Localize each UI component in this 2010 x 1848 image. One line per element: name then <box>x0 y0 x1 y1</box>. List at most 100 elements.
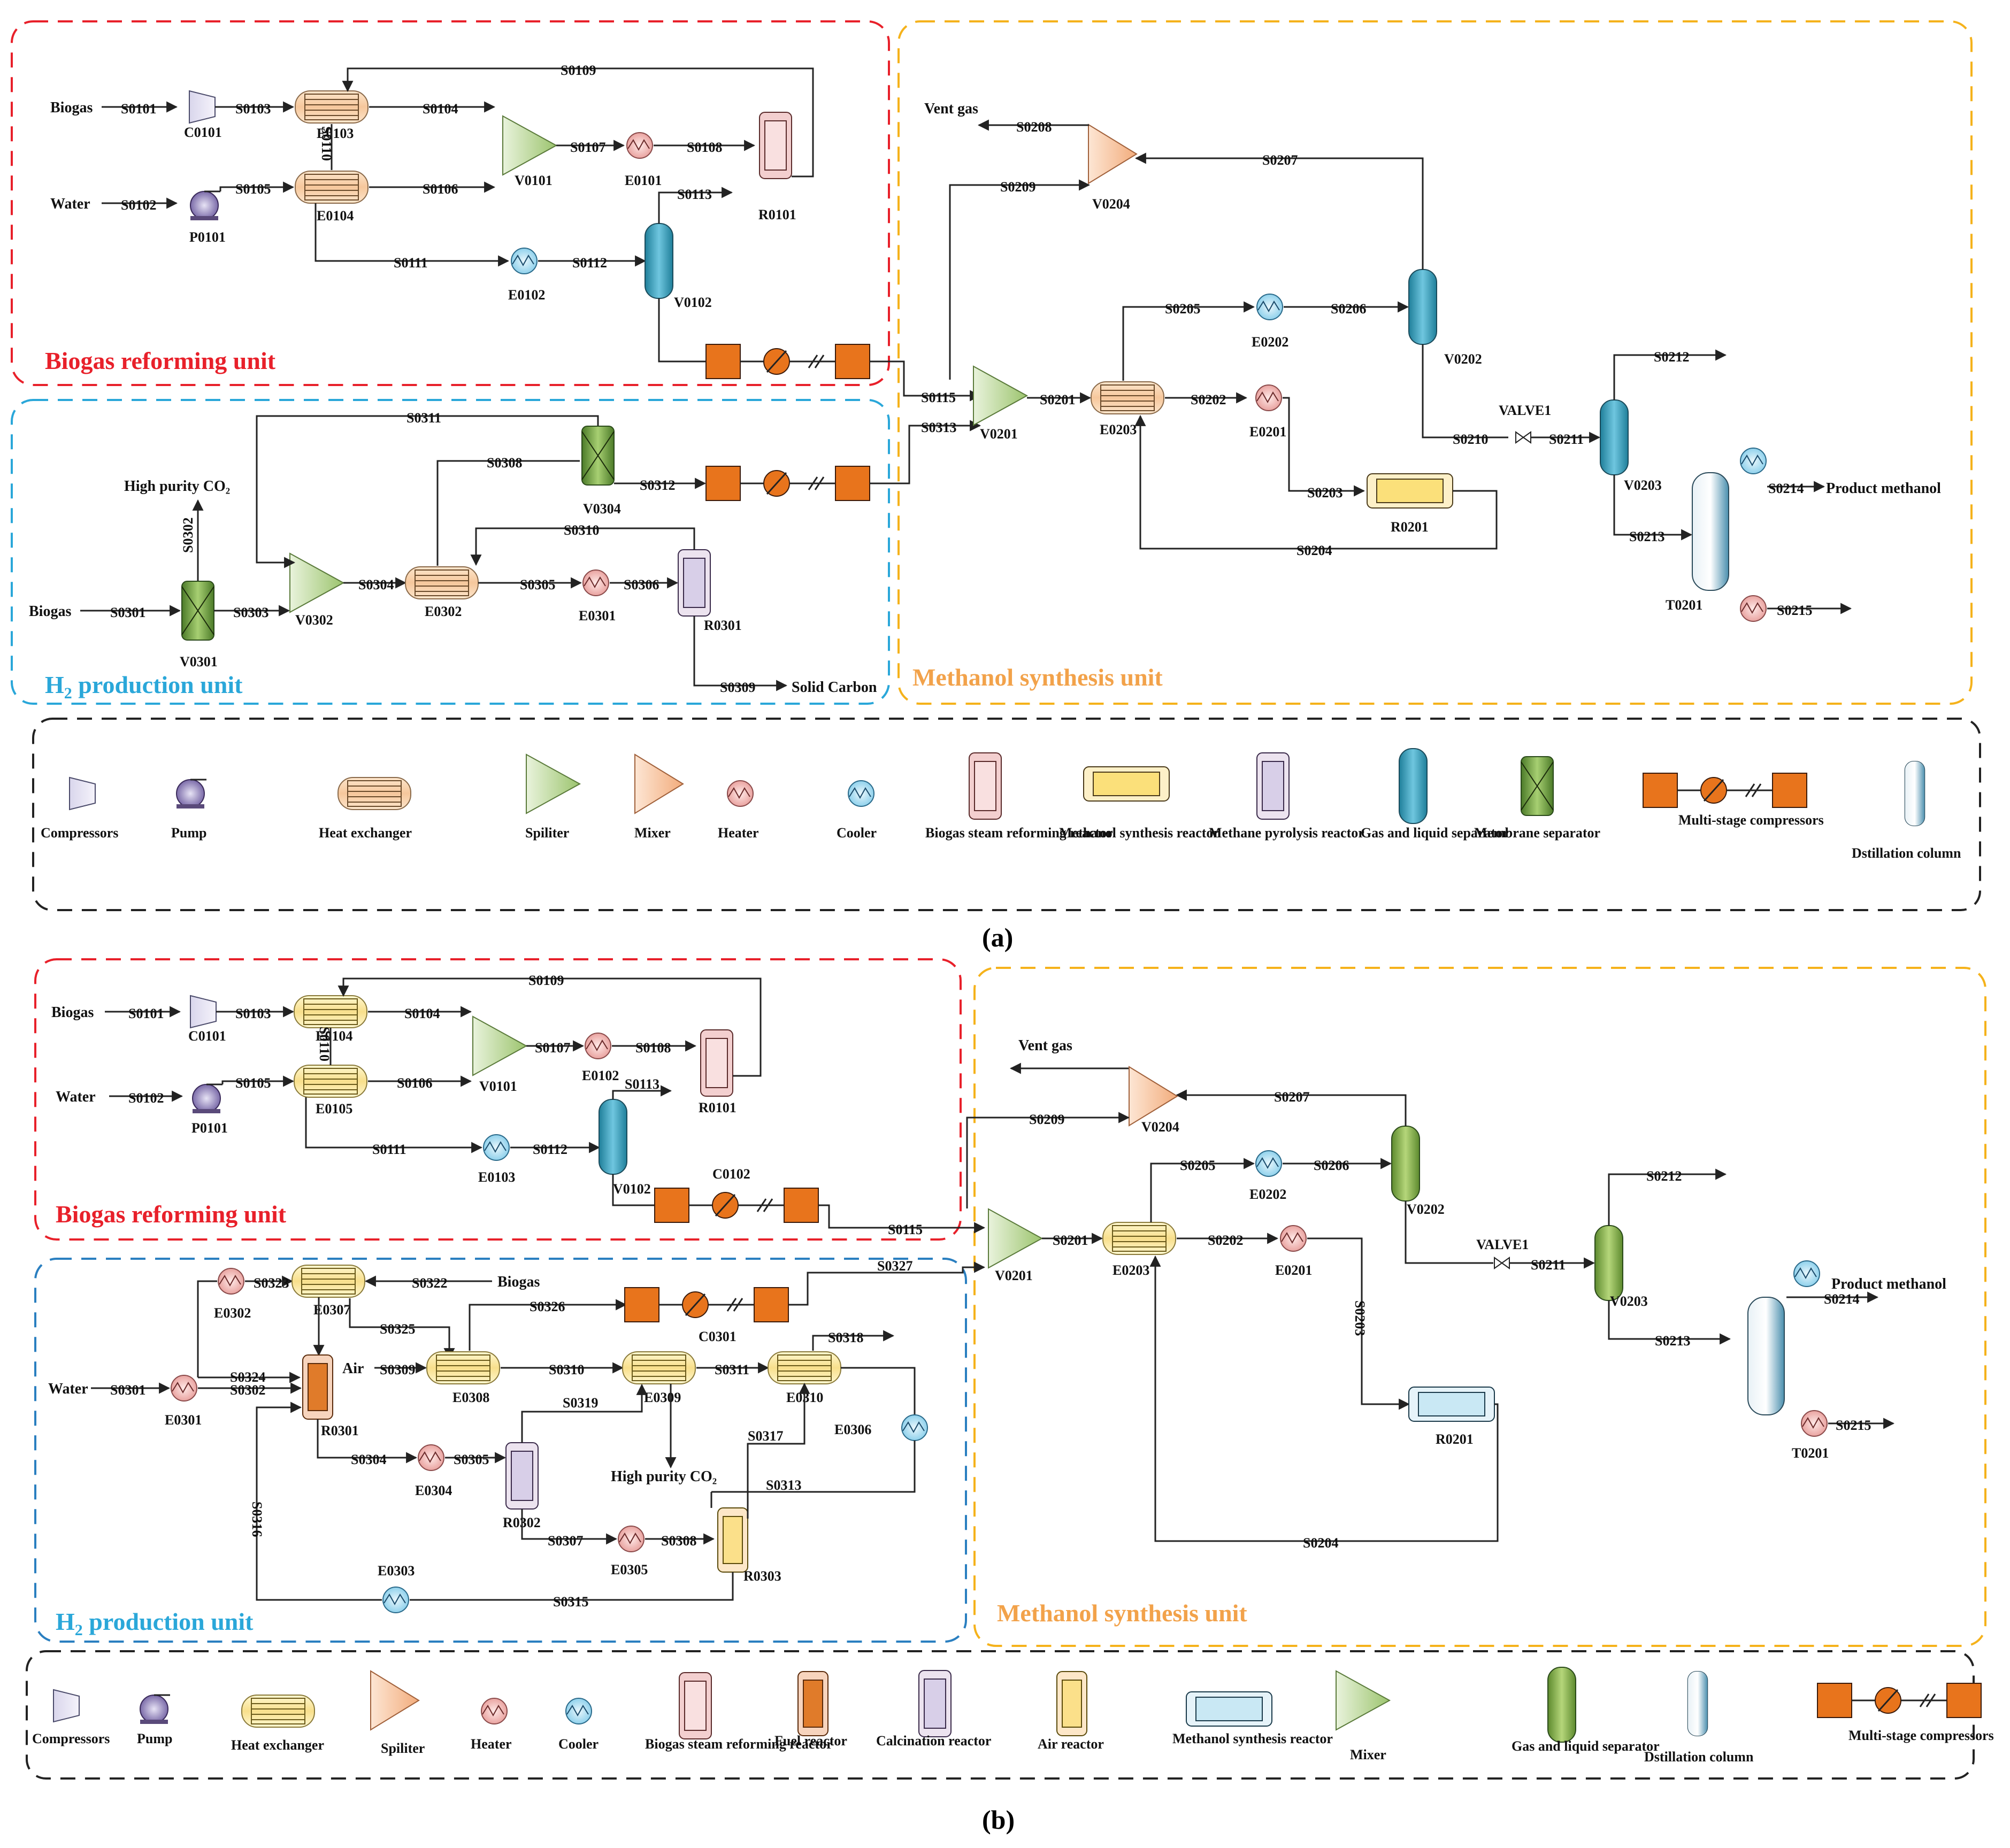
stream-s0105-a: S0105 <box>235 181 271 197</box>
legend-pump-icon-b <box>139 1694 171 1725</box>
stream-s0109-a: S0109 <box>561 63 596 78</box>
label-v0302-a: V0302 <box>295 612 333 628</box>
legend-b: Compressors Pump Heat exchanger Spiliter… <box>32 1667 1994 1765</box>
legend-mixer-icon-b <box>1336 1670 1390 1730</box>
label-v0202-b: V0202 <box>1407 1202 1445 1217</box>
legend-separator-icon-b <box>1547 1667 1576 1743</box>
stream-s0310-b: S0310 <box>549 1362 584 1377</box>
stream-s0326-b: S0326 <box>530 1299 565 1314</box>
legend-mixer-icon-a <box>634 754 684 814</box>
methanol-unit-border-a <box>897 20 1973 705</box>
legend-reforming-reactor-icon-b <box>679 1672 712 1739</box>
stream-s0214-b: S0214 <box>1824 1291 1859 1307</box>
output-vent-gas-a: Vent gas <box>924 101 978 117</box>
stream-s0318-b: S0318 <box>828 1330 863 1345</box>
stream-s0204-b: S0204 <box>1303 1535 1338 1551</box>
stream-s0211-b: S0211 <box>1531 1257 1566 1273</box>
input-water-b: Water <box>56 1089 96 1105</box>
legend-cooler-icon-b <box>565 1698 592 1724</box>
heater-e0201-a <box>1255 384 1282 411</box>
fuel-reactor-r0301-b <box>302 1354 333 1420</box>
legend-multistage-compressor-icon-b <box>1816 1682 1982 1719</box>
legend-label: Compressors <box>32 1731 110 1746</box>
label-c0301-b: C0301 <box>699 1329 737 1344</box>
legend-a: Compressors Pump Heat exchanger Spiliter… <box>41 748 1961 861</box>
heat-exchanger-e0105-b <box>294 1065 367 1098</box>
stream-s0308-a: S0308 <box>487 455 522 471</box>
legend-cooler-icon-a <box>848 780 874 807</box>
multistage-compressor-h2-a <box>705 465 871 502</box>
panel-a: Biogas reforming unit H2 production unit… <box>11 20 1981 952</box>
output-vent-gas-b: Vent gas <box>1018 1037 1072 1054</box>
input-water-h2-b: Water <box>48 1381 88 1397</box>
stream-s0208-a: S0208 <box>1016 119 1052 135</box>
legend-label: Calcination reactor <box>876 1733 991 1749</box>
label-e0301-b: E0301 <box>165 1412 202 1428</box>
stream-s0113-a: S0113 <box>677 187 712 202</box>
input-biogas-h2-b: Biogas <box>497 1274 540 1290</box>
stream-s0110-b: S0110 <box>317 1027 332 1061</box>
stream-s0306-a: S0306 <box>624 577 659 592</box>
stream-s0213-b: S0213 <box>1655 1333 1690 1349</box>
heat-exchanger-e0308-b <box>426 1351 500 1384</box>
legend-label: Cooler <box>837 825 877 841</box>
label-e0201-a: E0201 <box>1249 424 1286 440</box>
legend-label: Spiliter <box>525 825 569 841</box>
h2-unit-border-b <box>34 1258 967 1643</box>
stream-s0322-b: S0322 <box>412 1275 447 1291</box>
mixer-v0204-a <box>1088 124 1137 184</box>
legend-label: Cooler <box>558 1736 599 1752</box>
stream-s0209-b: S0209 <box>1029 1112 1064 1127</box>
stream-s0205-a: S0205 <box>1165 301 1200 317</box>
stream-s0307-b: S0307 <box>548 1533 583 1549</box>
calcination-reactor-r0302-b <box>505 1442 539 1510</box>
output-product-methanol-b: Product methanol <box>1831 1276 1946 1292</box>
valve-valve1-b <box>1494 1257 1510 1269</box>
legend-column-icon-a <box>1904 760 1925 827</box>
legend-label: Mixer <box>634 825 671 841</box>
stream-s0107-b: S0107 <box>535 1040 570 1056</box>
heat-exchanger-e0203-b <box>1102 1222 1176 1255</box>
caption-b: (b) <box>982 1805 1015 1835</box>
mixer-v0204-b <box>1129 1066 1178 1126</box>
separator-v0203-b <box>1594 1225 1623 1301</box>
reforming-unit-title-a: Biogas reforming unit <box>45 347 276 374</box>
heat-exchanger-e0307-b <box>291 1265 365 1298</box>
legend-label: Compressors <box>41 825 118 841</box>
stream-s0103-b: S0103 <box>235 1006 271 1021</box>
stream-s0324-b: S0324 <box>230 1369 265 1385</box>
heat-exchanger-e0302-a <box>405 566 479 599</box>
label-v0101-a: V0101 <box>515 173 553 188</box>
legend-pump-icon-a <box>175 779 208 810</box>
output-product-methanol-a: Product methanol <box>1826 480 1941 497</box>
legend-fuel-reactor-icon-b <box>797 1671 828 1736</box>
stream-s0201-b: S0201 <box>1053 1233 1088 1248</box>
legend-border-a <box>32 718 1981 911</box>
methanol-unit-border-b <box>973 967 1986 1647</box>
stream-s0302-b: S0302 <box>230 1382 265 1398</box>
output-co2-a: High purity CO₂ <box>124 478 230 495</box>
label-v0201-a: V0201 <box>980 426 1018 442</box>
h2-unit-border-a <box>11 399 890 705</box>
legend-multistage-compressor-icon-a <box>1642 772 1808 808</box>
stream-s0202-a: S0202 <box>1191 392 1226 407</box>
label-e0305-b: E0305 <box>611 1562 648 1577</box>
separator-v0202-a <box>1408 269 1437 345</box>
legend-label: Pump <box>171 825 206 841</box>
stream-s0323-b: S0323 <box>254 1275 289 1291</box>
stream-s0302-a: S0302 <box>180 518 196 553</box>
multistage-compressor-c0102-b <box>654 1187 819 1223</box>
separator-v0102-b <box>599 1099 627 1175</box>
heater-e0301-a <box>582 569 609 596</box>
label-t0201-a: T0201 <box>1666 597 1702 613</box>
stream-s0102-b: S0102 <box>128 1090 164 1106</box>
label-e0102-b: E0102 <box>582 1068 619 1083</box>
legend-air-reactor-icon-b <box>1056 1671 1087 1736</box>
legend-heat-exchanger-icon-a <box>337 777 411 810</box>
stream-s0206-b: S0206 <box>1314 1158 1349 1173</box>
stream-s0102-a: S0102 <box>121 197 156 213</box>
label-v0304-a: V0304 <box>583 501 621 517</box>
legend-label: Heat exchanger <box>231 1737 324 1753</box>
input-water-a: Water <box>50 196 90 212</box>
